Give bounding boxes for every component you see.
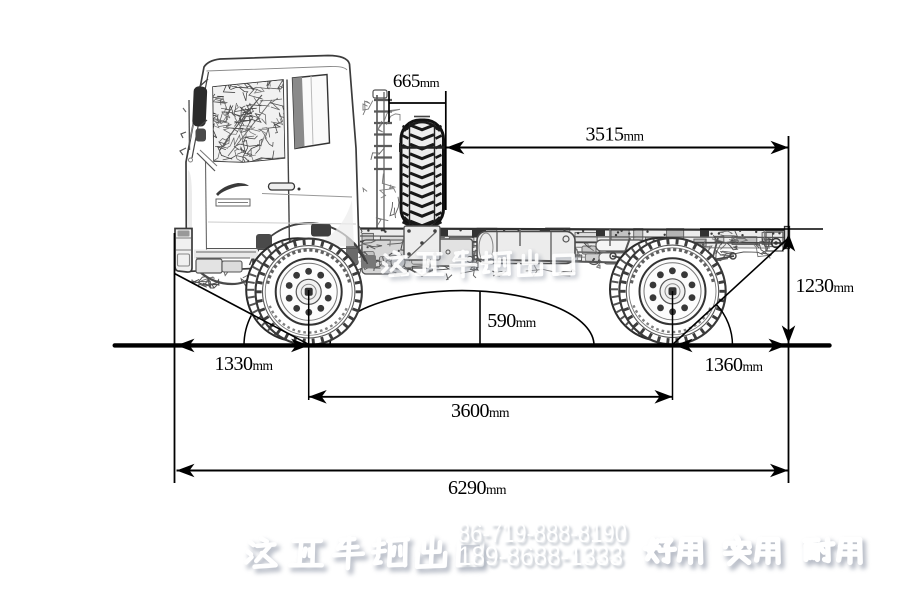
svg-text:1230mm: 1230mm (795, 275, 854, 297)
svg-text:1330mm: 1330mm (214, 353, 273, 375)
svg-text:189-8688-1333: 189-8688-1333 (461, 544, 626, 574)
svg-text:3515mm: 3515mm (585, 124, 644, 146)
svg-text:665mm: 665mm (393, 71, 440, 92)
svg-text:189-8688-1333: 189-8688-1333 (458, 541, 623, 571)
svg-text:590mm: 590mm (487, 310, 537, 332)
svg-text:86-719-888-8190: 86-719-888-8190 (458, 518, 627, 548)
svg-text:6290mm: 6290mm (448, 477, 507, 499)
svg-text:1360mm: 1360mm (704, 354, 763, 376)
svg-text:3600mm: 3600mm (451, 400, 510, 422)
svg-text:86-719-888-8190: 86-719-888-8190 (461, 521, 630, 551)
